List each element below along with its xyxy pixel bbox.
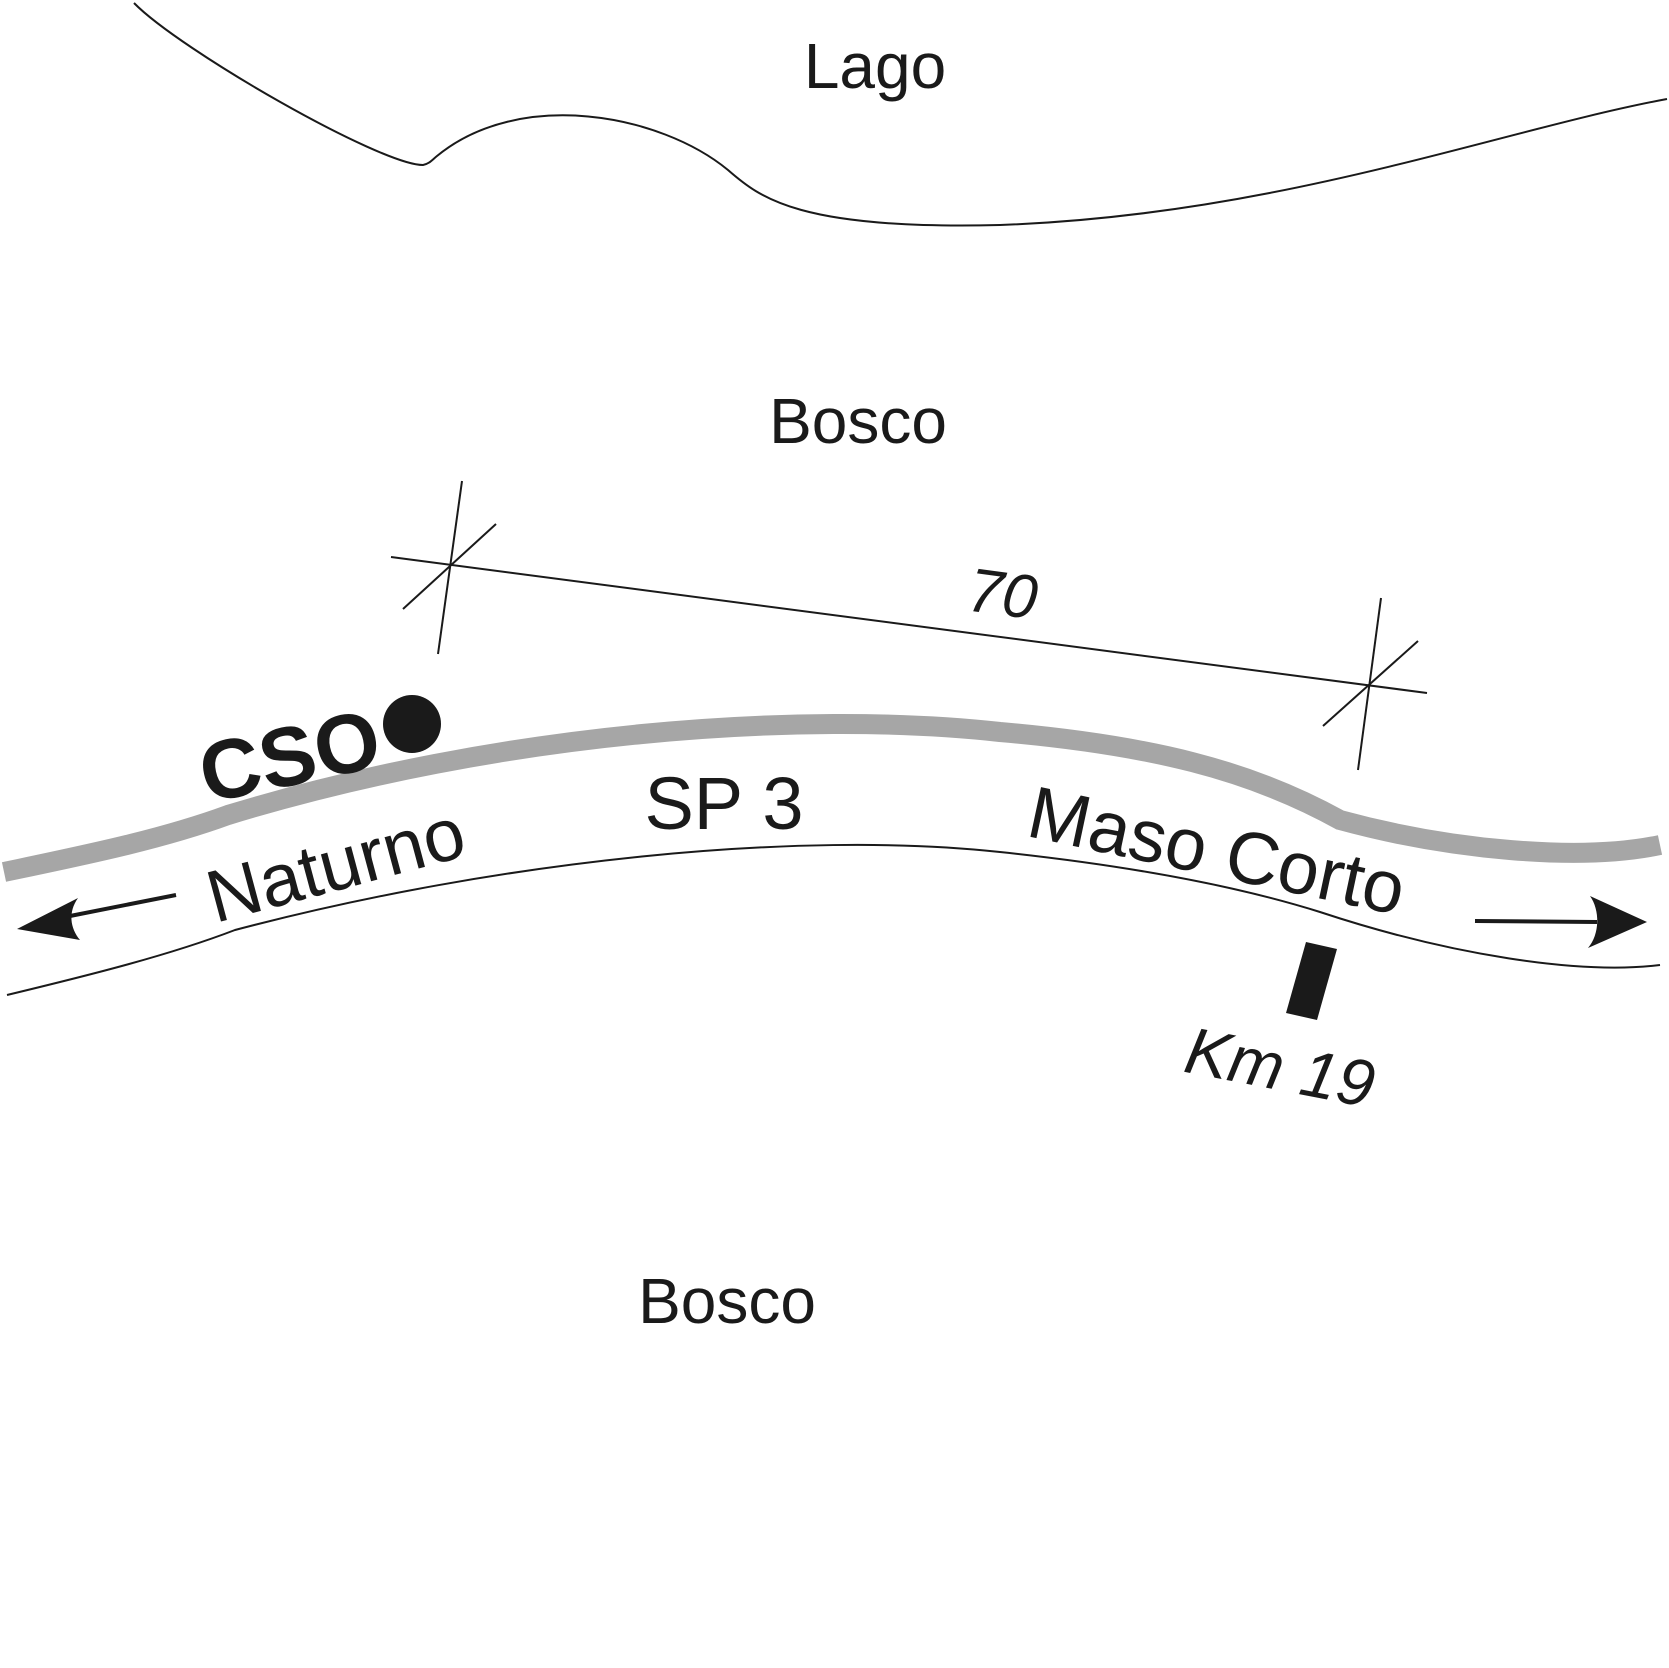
dimension-slash-left	[402, 523, 497, 610]
dimension-line	[390, 556, 1428, 694]
lake-shoreline	[133, 2, 1668, 227]
site-marker-icon	[383, 695, 441, 753]
forest-label-top: Bosco	[769, 385, 947, 457]
dimension-slash-right	[1322, 640, 1419, 727]
distance-label: 70	[964, 556, 1041, 633]
site-label: CSO	[191, 691, 389, 821]
kilometer-label: Km 19	[1180, 1012, 1381, 1121]
road-name-label: SP 3	[644, 762, 803, 845]
distance-dimension	[390, 480, 1428, 771]
road-edge-lower	[6, 843, 1661, 996]
road-edge-upper	[1, 713, 1663, 882]
lake-label: Lago	[804, 30, 946, 102]
direction-label-maso-corto: Maso Corto	[1021, 770, 1412, 931]
arrow-left-icon	[17, 893, 177, 940]
dimension-tick-left	[437, 480, 463, 655]
forest-label-bottom: Bosco	[638, 1265, 816, 1337]
kilometer-marker-icon	[1286, 942, 1337, 1020]
arrow-right-icon	[1474, 896, 1647, 948]
